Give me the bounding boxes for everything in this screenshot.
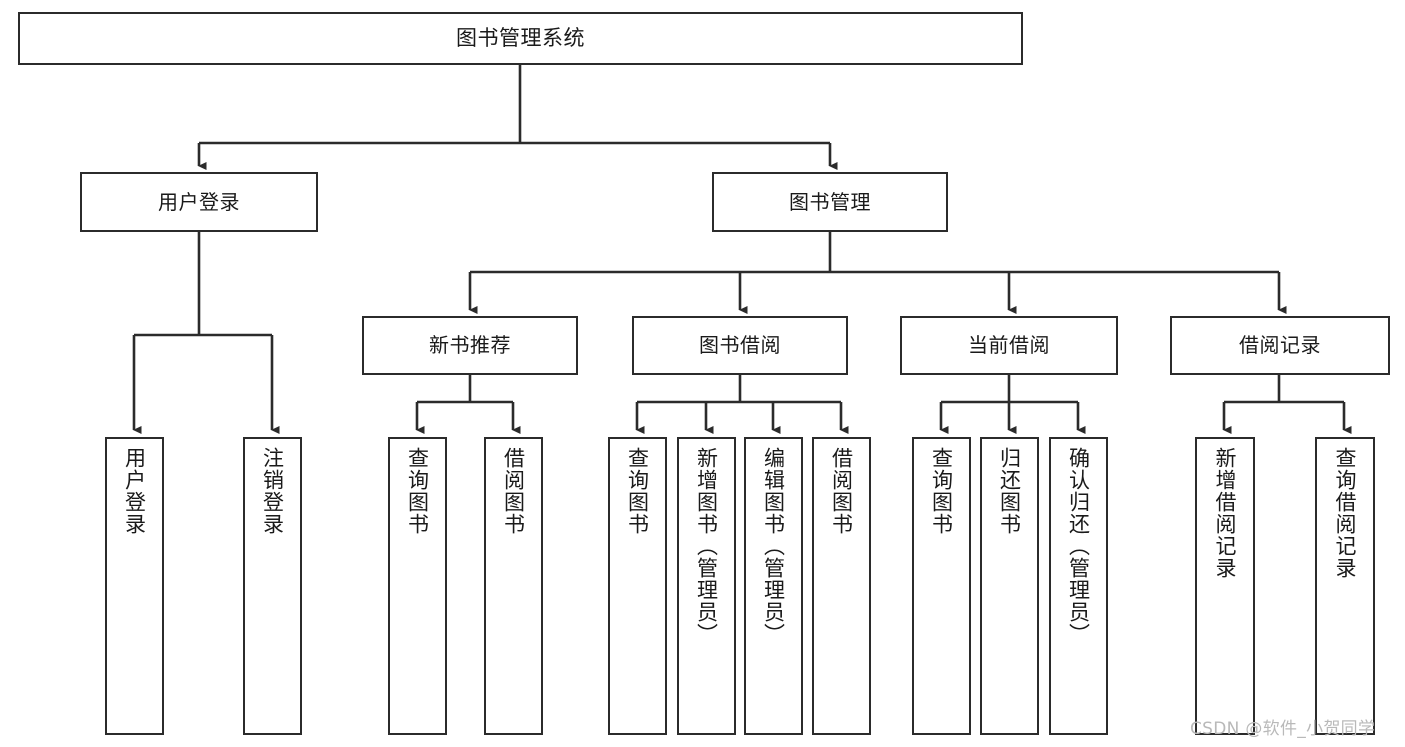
leaf-book-borrow-query[interactable]: 查询图书: [608, 437, 667, 735]
leaf-user-login-1[interactable]: 用户登录: [105, 437, 164, 735]
leaf-new-book-borrow[interactable]: 借阅图书: [484, 437, 543, 735]
leaf-add-borrow-record[interactable]: 新增借阅记录: [1195, 437, 1255, 735]
leaf-new-book-borrow-label: 借阅图书: [501, 447, 526, 535]
leaf-current-borrow-query-label: 查询图书: [929, 447, 954, 535]
node-book-borrow[interactable]: 图书借阅: [632, 316, 848, 375]
leaf-book-borrow-action[interactable]: 借阅图书: [812, 437, 871, 735]
leaf-confirm-return-admin[interactable]: 确认归还（管理员）: [1049, 437, 1108, 735]
node-user-login-label: 用户登录: [158, 189, 240, 214]
leaf-book-edit-admin-label: 编辑图书（管理员）: [761, 447, 786, 645]
node-book-management[interactable]: 图书管理: [712, 172, 948, 232]
leaf-new-book-query[interactable]: 查询图书: [388, 437, 447, 735]
leaf-book-add-admin-label: 新增图书（管理员）: [694, 447, 719, 645]
leaf-query-borrow-record[interactable]: 查询借阅记录: [1315, 437, 1375, 735]
node-root-label: 图书管理系统: [456, 25, 585, 50]
node-current-borrow-label: 当前借阅: [968, 333, 1050, 358]
leaf-book-add-admin[interactable]: 新增图书（管理员）: [677, 437, 736, 735]
node-current-borrow[interactable]: 当前借阅: [900, 316, 1118, 375]
leaf-query-borrow-record-label: 查询借阅记录: [1333, 447, 1358, 579]
leaf-current-borrow-query[interactable]: 查询图书: [912, 437, 971, 735]
node-borrow-record-label: 借阅记录: [1239, 333, 1321, 358]
leaf-book-borrow-query-label: 查询图书: [625, 447, 650, 535]
node-book-borrow-label: 图书借阅: [699, 333, 781, 358]
leaf-confirm-return-admin-label: 确认归还（管理员）: [1066, 447, 1091, 645]
leaf-user-logout-label: 注销登录: [260, 447, 285, 535]
leaf-user-logout[interactable]: 注销登录: [243, 437, 302, 735]
node-root-book-management-system[interactable]: 图书管理系统: [18, 12, 1023, 65]
leaf-user-login-1-label: 用户登录: [122, 447, 147, 535]
node-user-login[interactable]: 用户登录: [80, 172, 318, 232]
node-borrow-record[interactable]: 借阅记录: [1170, 316, 1390, 375]
leaf-book-edit-admin[interactable]: 编辑图书（管理员）: [744, 437, 803, 735]
node-new-book-recommend[interactable]: 新书推荐: [362, 316, 578, 375]
leaf-return-book[interactable]: 归还图书: [980, 437, 1039, 735]
leaf-return-book-label: 归还图书: [997, 447, 1022, 535]
leaf-book-borrow-action-label: 借阅图书: [829, 447, 854, 535]
leaf-new-book-query-label: 查询图书: [405, 447, 430, 535]
leaf-add-borrow-record-label: 新增借阅记录: [1213, 447, 1238, 579]
node-book-management-label: 图书管理: [789, 189, 871, 214]
node-new-book-recommend-label: 新书推荐: [429, 333, 511, 358]
